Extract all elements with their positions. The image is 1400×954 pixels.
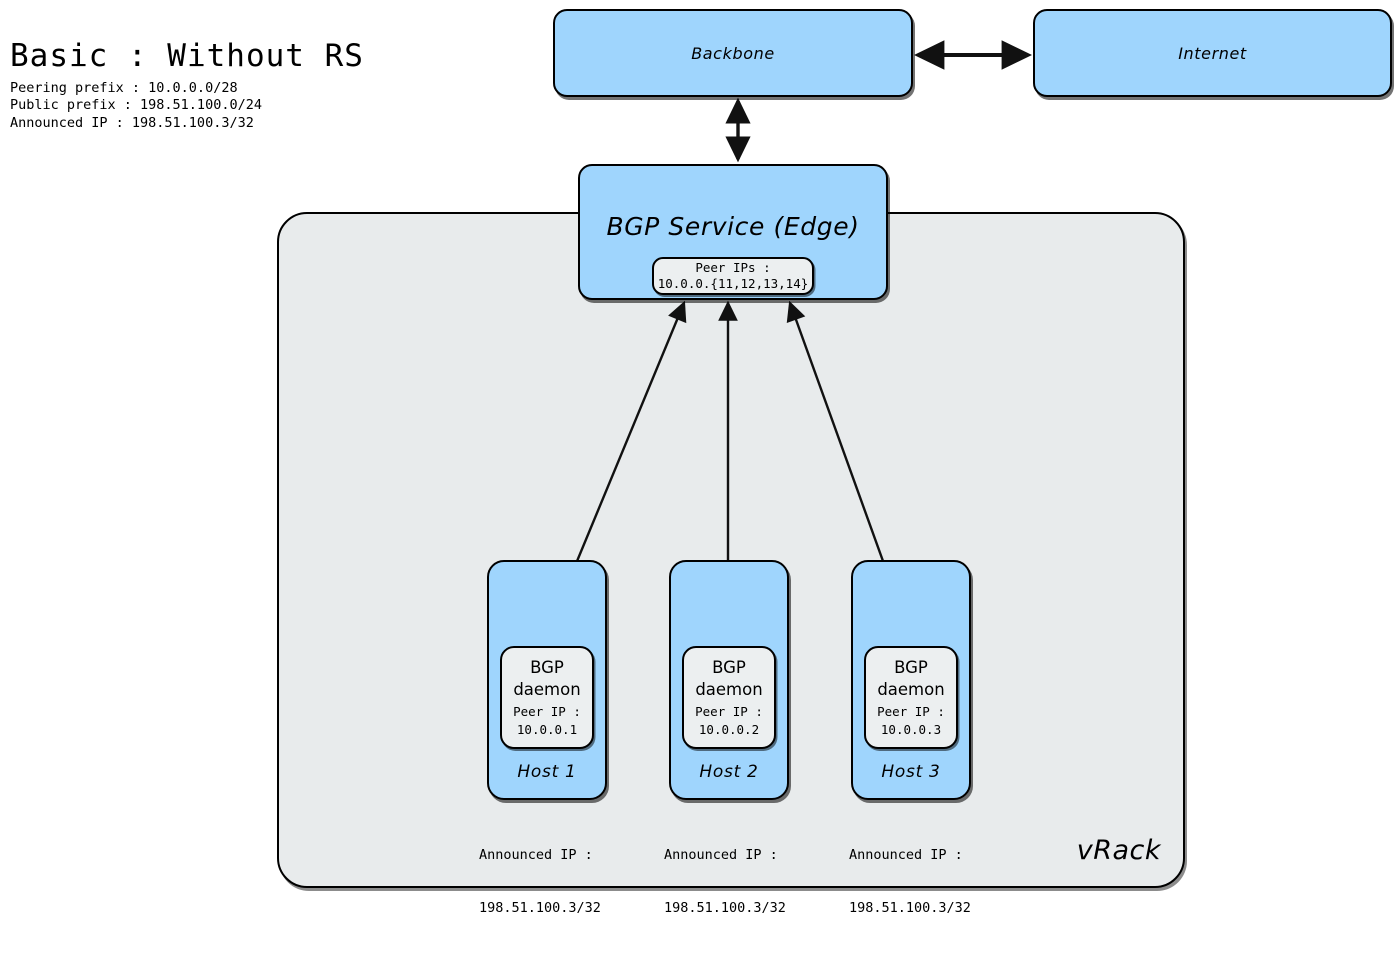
host-2-peer-label: Peer IP : [695, 703, 763, 719]
node-bgp-service-label: BGP Service (Edge) [606, 212, 860, 241]
host-2-daemon-line1: BGP [712, 657, 746, 677]
host-2-daemon-line2: daemon [695, 680, 763, 700]
vrack-label: vRack [1076, 835, 1161, 866]
node-internet-label: Internet [1178, 43, 1247, 63]
legend-announced-ip: Announced IP : 198.51.100.3/32 [10, 115, 254, 132]
host-1-name: Host 1 [517, 762, 577, 782]
host-3-daemon-line1: BGP [894, 657, 928, 677]
host-1-daemon-line1: BGP [530, 657, 564, 677]
host-3-announced-ip: 198.51.100.3/32 [849, 900, 971, 917]
title-block: Basic : Without RS Peering prefix : 10.0… [10, 40, 364, 133]
host-3-peer-label: Peer IP : [877, 703, 945, 719]
host-3-peer-ip: 10.0.0.3 [880, 721, 942, 737]
legend-public-prefix: Public prefix : 198.51.100.0/24 [10, 97, 262, 114]
host-2-announced-ip: 198.51.100.3/32 [664, 900, 786, 917]
host-1-peer-label: Peer IP : [513, 703, 581, 719]
host-1-announced-caption: Announced IP : 198.51.100.3/32 [479, 811, 601, 954]
host-3-announced-label: Announced IP : [849, 846, 963, 863]
host-2-bgp-daemon-box: BGP daemon Peer IP : 10.0.0.2 [682, 646, 776, 749]
peer-ips-chip: Peer IPs : 10.0.0.{11,12,13,14} [652, 257, 814, 295]
host-3-bgp-daemon-box: BGP daemon Peer IP : 10.0.0.3 [864, 646, 958, 749]
legend-peering-prefix: Peering prefix : 10.0.0.0/28 [10, 79, 238, 96]
peer-ips-chip-line2: 10.0.0.{11,12,13,14} [657, 276, 809, 291]
host-2-announced-caption: Announced IP : 198.51.100.3/32 [664, 811, 786, 954]
page-title: Basic : Without RS [10, 38, 364, 74]
node-backbone-label: Backbone [691, 43, 775, 63]
host-3-announced-caption: Announced IP : 198.51.100.3/32 [849, 811, 971, 954]
node-host-2[interactable]: BGP daemon Peer IP : 10.0.0.2 Host 2 [669, 560, 789, 800]
host-1-announced-label: Announced IP : [479, 846, 593, 863]
node-bgp-service-edge[interactable]: BGP Service (Edge) Peer IPs : 10.0.0.{11… [578, 164, 888, 300]
diagram-canvas: Basic : Without RS Peering prefix : 10.0… [10, 9, 1392, 916]
node-backbone[interactable]: Backbone [553, 9, 913, 97]
host-1-peer-ip: 10.0.0.1 [516, 721, 578, 737]
host-3-daemon-line2: daemon [877, 680, 945, 700]
peer-ips-chip-line1: Peer IPs : [695, 259, 771, 275]
host-1-announced-ip: 198.51.100.3/32 [479, 900, 601, 917]
host-3-name: Host 3 [881, 762, 941, 782]
node-host-1[interactable]: BGP daemon Peer IP : 10.0.0.1 Host 1 [487, 560, 607, 800]
node-internet[interactable]: Internet [1033, 9, 1392, 97]
host-2-name: Host 2 [699, 762, 759, 782]
host-2-peer-ip: 10.0.0.2 [698, 721, 760, 737]
host-1-daemon-line2: daemon [513, 680, 581, 700]
host-1-bgp-daemon-box: BGP daemon Peer IP : 10.0.0.1 [500, 646, 594, 749]
host-2-announced-label: Announced IP : [664, 846, 778, 863]
node-host-3[interactable]: BGP daemon Peer IP : 10.0.0.3 Host 3 [851, 560, 971, 800]
